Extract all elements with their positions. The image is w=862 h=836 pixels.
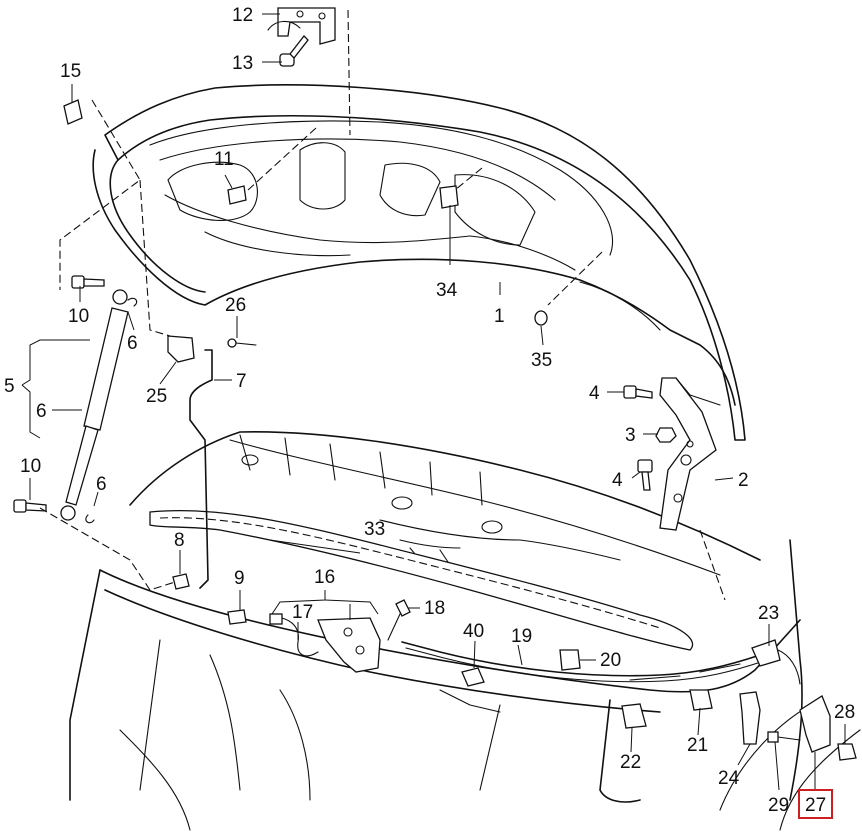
screw-part-29	[767, 731, 801, 743]
callout-9: 9	[234, 568, 245, 589]
gas-strut-part-5	[60, 289, 138, 524]
callout-22: 22	[620, 752, 641, 773]
callout-10-lower: 10	[20, 456, 41, 477]
callout-2: 2	[738, 470, 749, 491]
callout-4-lower: 4	[612, 470, 623, 491]
callout-7: 7	[236, 371, 247, 392]
callout-8: 8	[174, 530, 185, 551]
callout-20: 20	[600, 650, 621, 671]
leader-lines	[21, 13, 846, 791]
callout-19: 19	[511, 626, 532, 647]
callout-18: 18	[424, 598, 445, 619]
callout-35: 35	[531, 350, 552, 371]
clip-part-40	[461, 667, 485, 687]
callout-labels: 12 13 15 11 34 1 35 4 3 4 2 10 6 5 6 10 …	[4, 5, 855, 816]
callout-10-upper: 10	[68, 306, 89, 327]
callout-24: 24	[718, 768, 740, 789]
callout-33: 33	[364, 519, 385, 540]
callout-13: 13	[232, 53, 253, 74]
hood-panel	[92, 84, 746, 441]
hood-seal-part-33	[149, 509, 693, 651]
catch-part-12	[267, 7, 336, 45]
callout-17: 17	[292, 602, 313, 623]
hood-hinge-part-2	[659, 377, 721, 531]
callout-6-lower: 6	[96, 474, 107, 495]
callout-1: 1	[494, 306, 505, 327]
release-cable-part-19	[401, 641, 765, 683]
callout-27-highlight-box	[798, 789, 833, 819]
lock-part-16	[317, 617, 381, 673]
clip-part-28	[837, 743, 857, 761]
nut-part-3	[655, 427, 677, 443]
cable-end-part-23	[751, 639, 801, 685]
callout-34: 34	[436, 280, 458, 301]
clip-part-20	[559, 649, 581, 671]
plug-part-35	[534, 310, 548, 326]
screw-part-13	[279, 35, 309, 67]
callout-4-upper: 4	[589, 383, 600, 404]
callout-5: 5	[4, 376, 15, 397]
callout-3: 3	[625, 425, 636, 446]
screw-part-26	[227, 338, 257, 348]
bolt-part-10-upper	[71, 275, 105, 289]
buffer-part-11	[227, 185, 247, 205]
bolt-part-10-lower	[13, 499, 47, 513]
assembly-guide-lines	[39, 9, 726, 601]
clip-part-8	[172, 573, 190, 590]
bolt-part-18	[387, 599, 411, 641]
callout-23: 23	[758, 603, 779, 624]
callout-12: 12	[232, 5, 253, 26]
bolt-part-4-lower	[637, 459, 653, 491]
callout-28: 28	[834, 702, 855, 723]
callout-29: 29	[768, 795, 789, 816]
bolt-part-4-upper	[623, 385, 653, 399]
buffer-part-15	[63, 99, 83, 125]
callout-6-upper: 6	[127, 333, 138, 354]
callout-21: 21	[687, 735, 708, 756]
callout-27: 27	[805, 795, 826, 816]
callout-6-middle: 6	[36, 401, 47, 422]
bracket-part-27	[799, 695, 831, 753]
callout-11: 11	[214, 149, 234, 170]
callout-25: 25	[146, 386, 167, 407]
holder-part-25	[167, 335, 195, 363]
buffer-part-34	[439, 185, 459, 209]
bolt-part-9	[227, 609, 247, 625]
clip-part-22	[621, 703, 647, 729]
clip-part-21	[689, 689, 713, 711]
callout-16: 16	[314, 567, 335, 588]
handle-part-24	[739, 691, 761, 745]
callout-26: 26	[225, 295, 246, 316]
callout-40: 40	[463, 621, 484, 642]
wiring-harness-part-17	[269, 613, 319, 657]
support-rod-part-7	[189, 349, 213, 589]
callout-15: 15	[60, 61, 81, 82]
